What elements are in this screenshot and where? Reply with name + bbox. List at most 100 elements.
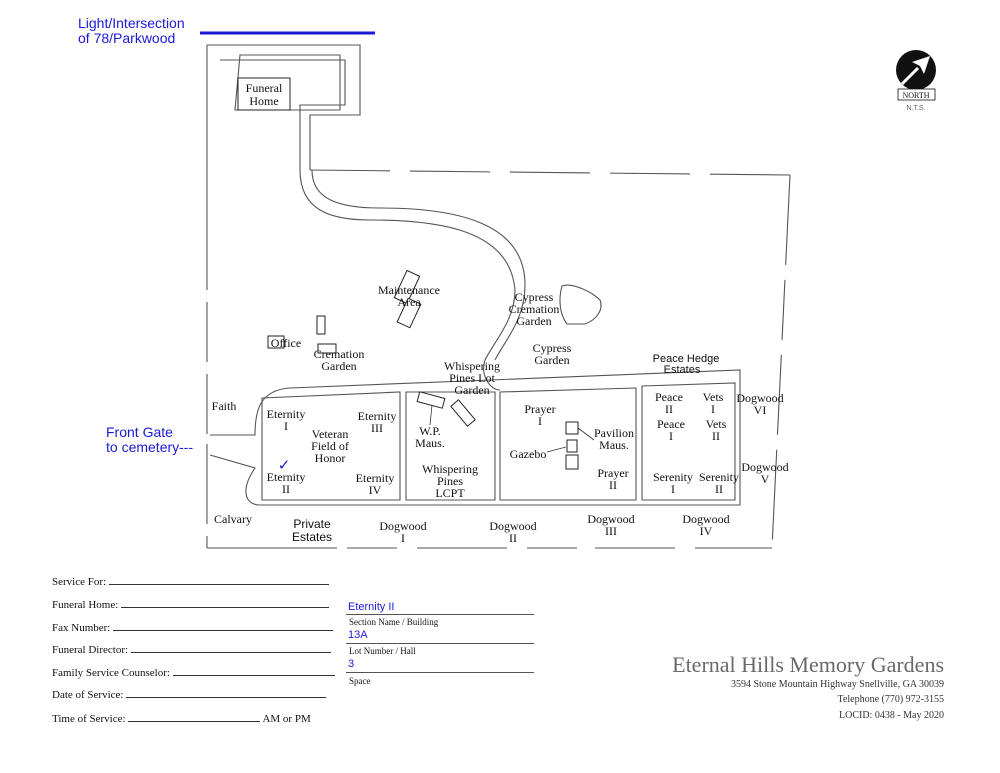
prayer-1-label-2: I xyxy=(538,414,542,428)
cremation-garden-structure-2 xyxy=(317,343,337,354)
light-intersection-line2: of 78/Parkwood xyxy=(78,30,175,46)
time-of-service-field[interactable] xyxy=(128,712,261,722)
prayer-block xyxy=(499,387,637,501)
fax-number-label: Fax Number: xyxy=(52,622,111,634)
serenity-2-label-2: II xyxy=(715,482,723,496)
vets-2-label-1: Vets xyxy=(706,417,727,431)
whispering-pines-lcpt-label-2: Pines xyxy=(437,474,463,488)
form-time-of-service: Time of Service: AM or PM xyxy=(52,712,311,725)
pavilion-maus-2 xyxy=(566,439,578,453)
dogwood-1-label-2: I xyxy=(401,531,405,545)
prayer-2-label-2: II xyxy=(609,478,617,492)
dogwood-6-label-1: Dogwood xyxy=(736,391,783,405)
funeral-home-label-1: Funeral xyxy=(246,81,283,95)
dogwood-1-label-1: Dogwood xyxy=(379,519,426,533)
light-intersection-line1: Light/Intersection xyxy=(78,15,185,31)
space-caption: Space xyxy=(349,676,371,686)
eternity-3-label-1: Eternity xyxy=(358,409,397,423)
cemetery-address: 3594 Stone Mountain Highway Snellville, … xyxy=(730,679,944,690)
whispering-pines-lot-label-2: Pines Lot xyxy=(449,371,495,385)
eternity-1-label-2: I xyxy=(284,419,288,433)
front-gate-line1: Front Gate xyxy=(106,424,173,440)
peace-hedge-label-2: Estates xyxy=(664,364,701,376)
whispering-pines-lot-label-1: Whispering xyxy=(444,359,500,373)
maintenance-label-1: Maintenance xyxy=(378,283,440,297)
inner-road-loop xyxy=(209,369,741,506)
lot-value: 13A xyxy=(348,629,368,641)
wp-maus-label-2: Maus. xyxy=(415,436,445,450)
lot-caption: Lot Number / Hall xyxy=(349,646,416,656)
prayer-2-label-1: Prayer xyxy=(597,466,628,480)
funeral-director-label: Funeral Director: xyxy=(52,644,129,656)
am-pm-label: AM or PM xyxy=(262,713,311,725)
faith-label: Faith xyxy=(212,399,237,413)
cemetery-locid: LOCID: 0438 - May 2020 xyxy=(839,710,944,721)
form-date-of-service: Date of Service: xyxy=(52,688,327,701)
peace-hedge-label-1: Peace Hedge xyxy=(653,353,720,365)
maintenance-building-1 xyxy=(393,269,421,305)
north-label: NORTH xyxy=(902,91,929,100)
cypress-cremation-loop xyxy=(559,284,602,325)
main-drive-inner xyxy=(311,169,526,361)
form-funeral-home: Funeral Home: xyxy=(52,598,330,611)
section-value: Eternity II xyxy=(348,601,395,613)
family-counselor-label: Family Service Counselor: xyxy=(52,667,170,679)
serenity-1-label-1: Serenity xyxy=(653,470,693,484)
funeral-director-field[interactable] xyxy=(130,643,331,653)
dogwood-2-label-2: II xyxy=(509,531,517,545)
funeral-home-field-label: Funeral Home: xyxy=(52,599,119,611)
gazebo-pointer xyxy=(546,446,567,453)
cemetery-name: Eternal Hills Memory Gardens xyxy=(672,652,944,677)
front-gate-line2: to cemetery--- xyxy=(106,439,193,455)
pavilion-maus-1 xyxy=(565,421,579,435)
whispering-pines-block xyxy=(405,391,496,501)
funeral-home-field[interactable] xyxy=(121,598,330,608)
lot-line xyxy=(346,643,534,644)
form-service-for: Service For: xyxy=(52,575,329,588)
gazebo-label: Gazebo xyxy=(510,447,547,461)
peace-2-label-2: II xyxy=(665,402,673,416)
fax-number-field[interactable] xyxy=(113,621,334,631)
dogwood-3-label-1: Dogwood xyxy=(587,512,634,526)
eternity-4-label-1: Eternity xyxy=(356,471,395,485)
cremation-garden-label-1: Cremation xyxy=(314,347,365,361)
cremation-garden-structure xyxy=(316,315,326,335)
form-fax-number: Fax Number: xyxy=(52,621,334,634)
main-drive-outer xyxy=(299,169,516,391)
eternity-4-label-2: IV xyxy=(369,483,382,497)
space-value: 3 xyxy=(348,658,355,670)
funeral-home-building xyxy=(237,77,291,111)
vets-1-label-2: I xyxy=(711,402,715,416)
funeral-home-label-2: Home xyxy=(249,94,278,108)
veteran-label-3: Honor xyxy=(315,451,346,465)
section-caption: Section Name / Building xyxy=(349,617,439,627)
cremation-garden-label-2: Garden xyxy=(321,359,356,373)
office-label: Office xyxy=(271,336,301,350)
family-counselor-field[interactable] xyxy=(172,666,335,676)
cypress-cremation-label-1: Cypress xyxy=(515,290,554,304)
serenity-block xyxy=(641,382,736,501)
calvary-label: Calvary xyxy=(214,512,252,526)
pavilion-label-1: Pavilion xyxy=(594,426,634,440)
dogwood-4-label-1: Dogwood xyxy=(682,512,729,526)
wp-maus-label-1: W.P. xyxy=(419,424,441,438)
dogwood-4-label-2: IV xyxy=(700,524,713,538)
serenity-2-label-1: Serenity xyxy=(699,470,739,484)
north-arrow-icon xyxy=(896,50,936,101)
cypress-garden-label-1: Cypress xyxy=(533,341,572,355)
whispering-pines-lot-label-3: Garden xyxy=(454,383,489,397)
pavilion-label-2: Maus. xyxy=(599,438,629,452)
funeral-home-lot xyxy=(234,54,341,111)
veteran-label-1: Veteran xyxy=(312,427,349,441)
dogwood-2-label-1: Dogwood xyxy=(489,519,536,533)
vets-1-label-1: Vets xyxy=(703,390,724,404)
whispering-pines-lcpt-label-3: LCPT xyxy=(435,486,465,500)
serenity-1-label-2: I xyxy=(671,482,675,496)
boundary-north xyxy=(309,169,791,176)
eternity-block xyxy=(261,391,401,501)
dogwood-3-label-2: III xyxy=(605,524,617,538)
date-of-service-field[interactable] xyxy=(126,688,327,698)
boundary-east xyxy=(771,174,791,549)
service-for-field[interactable] xyxy=(108,575,329,585)
